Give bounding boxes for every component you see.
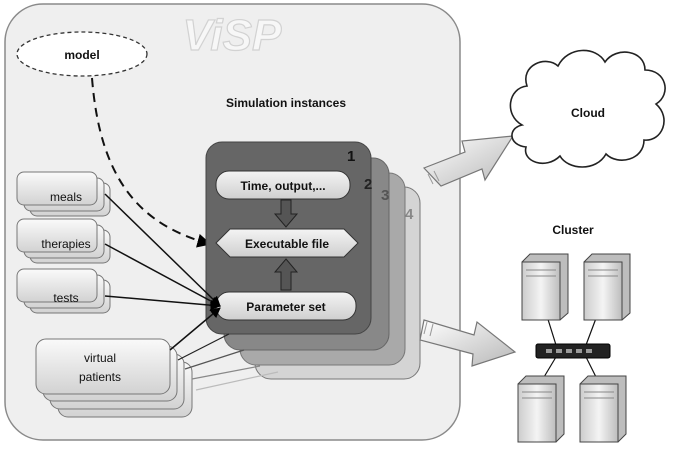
patient-connector-1 bbox=[169, 307, 221, 351]
switch-ports bbox=[546, 349, 592, 353]
server-icon-top-right bbox=[583, 253, 631, 321]
virtual-patients-stack bbox=[35, 338, 193, 418]
instance-number-2: 2 bbox=[364, 176, 372, 193]
up-arrow-icon bbox=[273, 258, 299, 291]
meals-stack bbox=[16, 171, 111, 217]
executable-label: Executable file bbox=[245, 237, 329, 251]
virtual-patients-line2: patients bbox=[79, 370, 121, 384]
therapies-connector bbox=[104, 243, 221, 307]
instance-number-3: 3 bbox=[381, 187, 389, 204]
tests-connector bbox=[104, 295, 222, 311]
cloud-label: Cloud bbox=[571, 106, 605, 120]
cloud-shape bbox=[509, 49, 666, 168]
instance-number-1: 1 bbox=[347, 148, 355, 165]
model-dashed-connector bbox=[91, 77, 212, 248]
visp-title: ViSP bbox=[183, 11, 282, 60]
virtual-patients-line1: virtual bbox=[84, 351, 116, 365]
model-ellipse bbox=[16, 31, 148, 77]
down-arrow-icon bbox=[273, 199, 299, 228]
simulation-title: Simulation instances bbox=[226, 96, 346, 110]
meals-connector bbox=[104, 193, 221, 307]
cluster-arrow-icon bbox=[419, 319, 517, 367]
patient-connector-4 bbox=[191, 365, 261, 380]
server-icon-bottom-left bbox=[517, 375, 565, 443]
parameter-label: Parameter set bbox=[246, 300, 325, 314]
time-output-label: Time, output,... bbox=[240, 179, 325, 193]
cluster-label: Cluster bbox=[552, 223, 594, 237]
tests-label: tests bbox=[53, 291, 78, 305]
executable-panel bbox=[215, 228, 359, 258]
patient-connector-5 bbox=[195, 371, 279, 391]
meals-label: meals bbox=[50, 190, 82, 204]
cloud-arrow-icon bbox=[422, 135, 515, 187]
network-switch-icon bbox=[535, 343, 611, 359]
therapies-label: therapies bbox=[41, 237, 90, 251]
patient-connector-3 bbox=[184, 349, 245, 370]
server-icon-bottom-right bbox=[579, 375, 627, 443]
instance-number-4: 4 bbox=[405, 206, 414, 223]
server-icon-top-left bbox=[521, 253, 569, 321]
time-output-panel bbox=[215, 170, 351, 200]
patient-connector-2 bbox=[177, 333, 230, 361]
model-label: model bbox=[64, 48, 99, 62]
tests-stack bbox=[16, 268, 111, 314]
